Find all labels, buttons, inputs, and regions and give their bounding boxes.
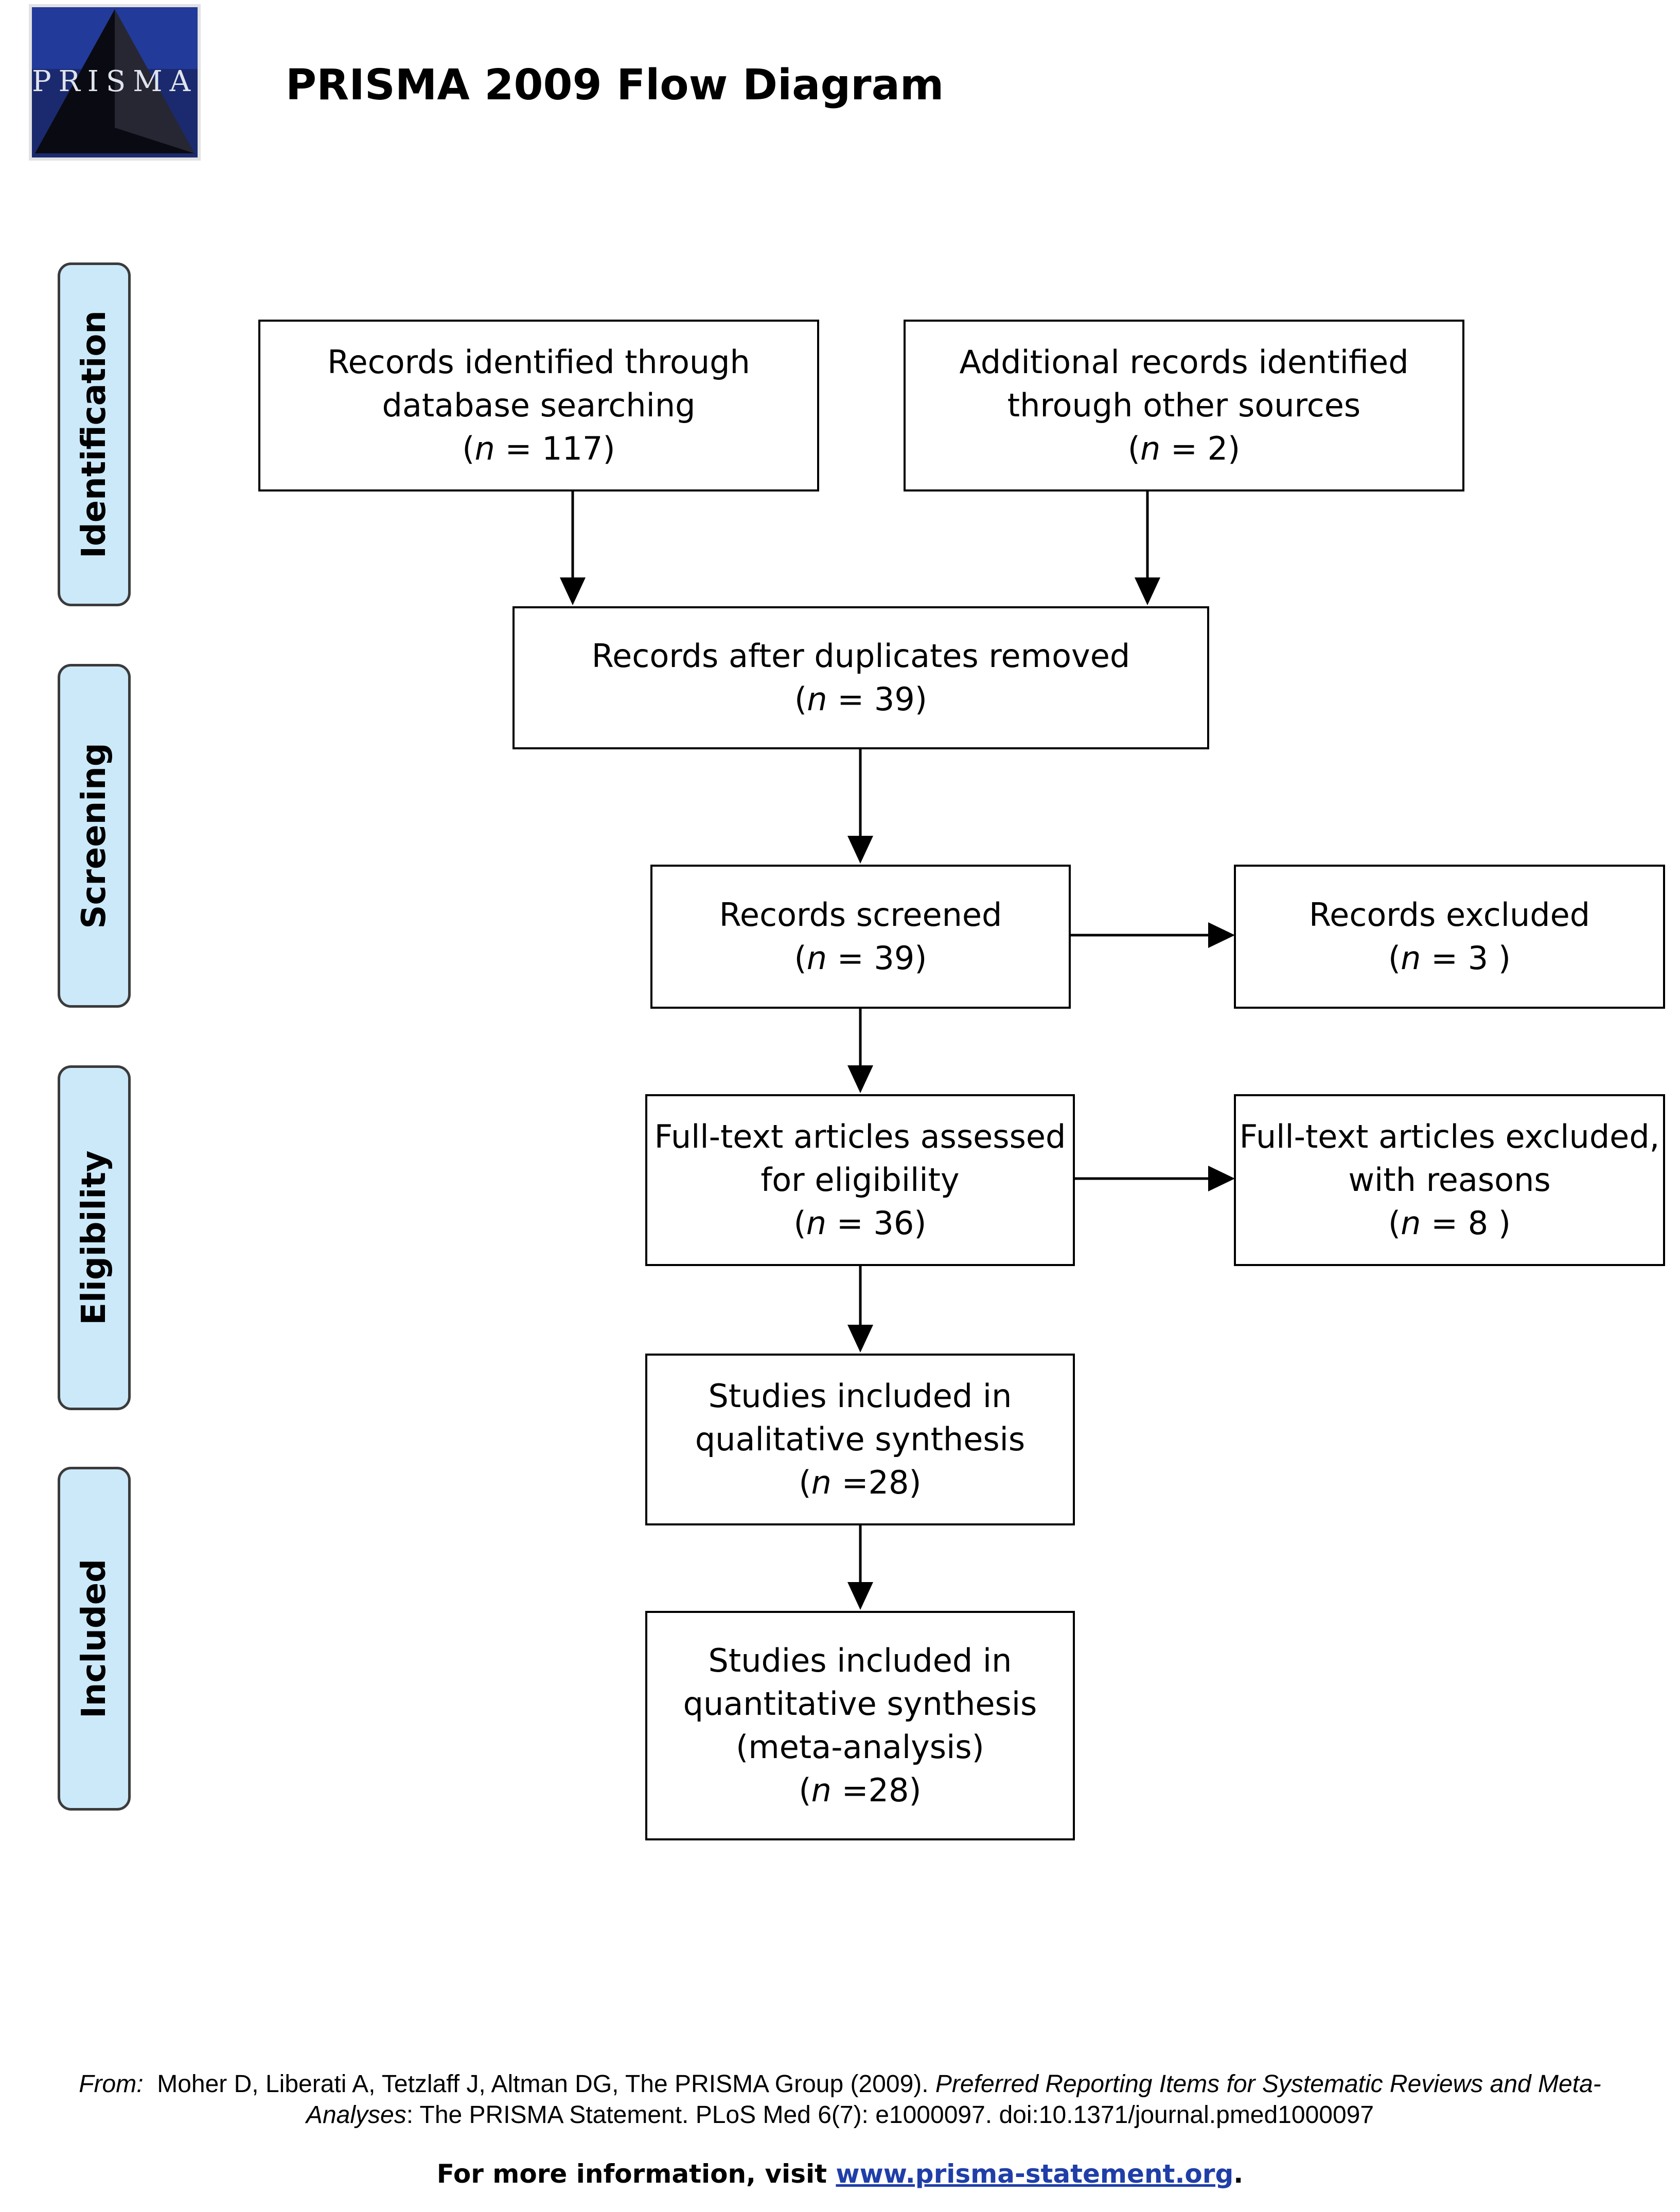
box-line: (meta-analysis) [736, 1728, 984, 1766]
prisma-website-link[interactable]: www.prisma-statement.org [836, 2159, 1234, 2189]
phase-identification: Identification [58, 262, 131, 606]
arrowhead [847, 1065, 873, 1093]
box-line: Records after duplicates removed [591, 637, 1130, 675]
box-count: (n = 39) [794, 680, 927, 718]
page-title: PRISMA 2009 Flow Diagram [286, 61, 944, 110]
prisma-logo-graphic [29, 4, 201, 161]
box-count: (n = 117) [462, 430, 615, 467]
box-database-search: Records identified through database sear… [258, 320, 819, 491]
box-count: (n =28) [799, 1464, 922, 1501]
box-line: for eligibility [761, 1161, 960, 1199]
box-line: Studies included in [708, 1377, 1012, 1415]
phase-included: Included [58, 1467, 131, 1811]
box-line: Records screened [719, 896, 1002, 934]
box-line: Studies included in [708, 1642, 1012, 1679]
box-line: Full-text articles assessed [654, 1118, 1066, 1155]
box-line: Full-text articles excluded, [1239, 1118, 1660, 1155]
box-line: through other sources [1007, 387, 1361, 424]
citation-line-1: From: Moher D, Liberati A, Tetzlaff J, A… [79, 2070, 1601, 2098]
logo-text: PRISMA [31, 65, 198, 98]
box-duplicates-removed: Records after duplicates removed (n = 39… [512, 606, 1209, 749]
box-quantitative-synthesis: Studies included in quantitative synthes… [645, 1611, 1075, 1840]
box-line: Records identified through [327, 343, 750, 381]
box-fulltext-assessed: Full-text articles assessed for eligibil… [645, 1094, 1075, 1266]
prisma-logo: PRISMA [29, 4, 201, 161]
arrowhead [847, 836, 873, 864]
more-info-end: . [1233, 2159, 1244, 2189]
arrowhead [847, 1325, 873, 1353]
citation-line-2: Analyses: The PRISMA Statement. PLoS Med… [306, 2101, 1374, 2129]
box-line: with reasons [1348, 1161, 1551, 1199]
box-count: (n = 8 ) [1388, 1204, 1511, 1242]
arrowhead [1135, 577, 1160, 605]
box-records-excluded: Records excluded (n = 3 ) [1234, 865, 1665, 1009]
box-count: (n =28) [799, 1771, 922, 1809]
box-line: Records excluded [1308, 896, 1590, 934]
citation: From: Moher D, Liberati A, Tetzlaff J, A… [0, 2069, 1680, 2131]
box-count: (n = 3 ) [1388, 939, 1511, 977]
box-qualitative-synthesis: Studies included in qualitative synthesi… [645, 1354, 1075, 1525]
box-records-screened: Records screened (n = 39) [650, 865, 1071, 1009]
box-count: (n = 2) [1127, 430, 1241, 467]
arrowhead [847, 1582, 873, 1610]
box-count: (n = 36) [793, 1204, 927, 1242]
box-count: (n = 39) [794, 939, 927, 977]
arrowhead [1208, 922, 1235, 948]
arrowhead [1208, 1166, 1235, 1191]
box-other-sources: Additional records identified through ot… [904, 320, 1464, 491]
more-info-text: For more information, visit [436, 2159, 836, 2189]
arrowhead [560, 577, 586, 605]
box-line: quantitative synthesis [683, 1685, 1037, 1723]
box-line: database searching [382, 387, 696, 424]
more-info: For more information, visit www.prisma-s… [0, 2159, 1680, 2189]
box-line: qualitative synthesis [695, 1420, 1025, 1458]
phase-screening: Screening [58, 664, 131, 1008]
box-fulltext-excluded: Full-text articles excluded, with reason… [1234, 1094, 1665, 1266]
phase-eligibility: Eligibility [58, 1065, 131, 1410]
box-line: Additional records identified [959, 343, 1409, 381]
